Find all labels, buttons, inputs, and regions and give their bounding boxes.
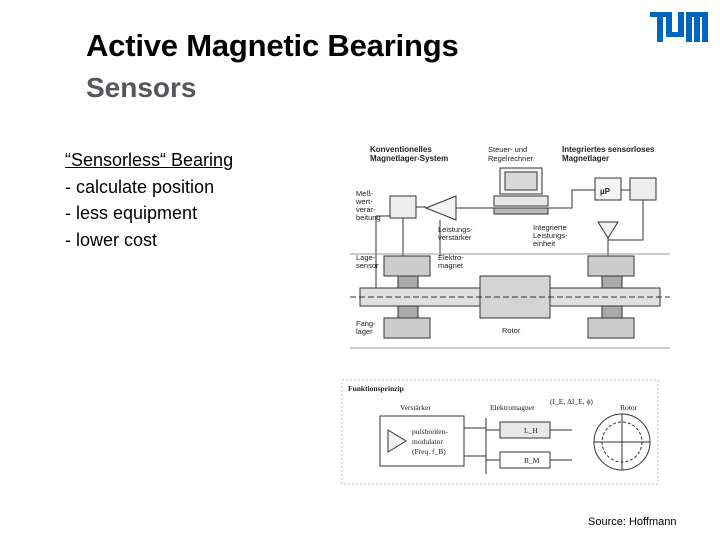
function-principle-diagram: Funktionsprinzip Verstärker Elektromagne… — [341, 379, 659, 485]
label-mess-3: verar- — [356, 205, 376, 214]
label-modulator-1: pulsbreiten- — [412, 427, 448, 436]
label-mess-4: beitung — [356, 213, 381, 222]
source-credit: Source: Hoffmann — [588, 516, 677, 528]
label-leistung-2: verstärker — [438, 233, 472, 242]
slide-subtitle: Sensors — [86, 72, 197, 103]
label-header-left-2: Magnetlager-System — [370, 154, 448, 163]
diagram-top-labels: Konventionelles Magnetlager-System Steue… — [355, 145, 655, 336]
label-lage-1: Lage- — [356, 253, 376, 262]
label-header-right-2: Magnetlager — [562, 154, 609, 163]
bullet-item: - lower cost — [65, 229, 158, 250]
label-modulator-2: modulator — [412, 437, 443, 446]
label-formula: (I_E, ΔI_E, ϕ) — [550, 397, 593, 406]
label-rm: R_M — [524, 456, 540, 465]
label-rotor: Rotor — [502, 326, 521, 335]
label-elektromagnet: Elektromagnet — [490, 403, 535, 412]
label-leistung-1: Leistungs- — [438, 225, 473, 234]
label-elektro-2: magnet — [438, 261, 464, 270]
label-elektro-1: Elektro- — [438, 253, 464, 262]
label-lh: L_H — [524, 426, 538, 435]
bullet-heading: “Sensorless“ Bearing — [65, 150, 234, 170]
label-funktion: Funktionsprinzip — [348, 384, 404, 393]
label-fang-2: lager — [356, 327, 373, 336]
label-header-mid-2: Regelrechner — [488, 154, 534, 163]
label-mess-1: Meß- — [356, 189, 374, 198]
label-integrierte-2: Leistungs- — [533, 231, 568, 240]
slide-title: Active Magnetic Bearings — [86, 28, 459, 63]
label-header-left-1: Konventionelles — [370, 145, 432, 154]
bullet-item: - calculate position — [65, 176, 215, 197]
bullet-item: - less equipment — [65, 203, 198, 223]
tum-logo — [650, 12, 708, 42]
label-integrierte-3: einheit — [533, 239, 556, 248]
label-header-right-1: Integriertes sensorloses — [562, 145, 655, 154]
diagram-bottom-labels: Funktionsprinzip Verstärker Elektromagne… — [348, 384, 638, 465]
label-fang-1: Fang- — [356, 319, 376, 328]
label-header-mid-1: Steuer- und — [488, 145, 527, 154]
bearing-system-diagram: Konventionelles Magnetlager-System Steue… — [350, 145, 670, 349]
label-mu: µP — [600, 187, 611, 196]
label-verstaerker: Verstärker — [400, 403, 431, 412]
label-rotor-bottom: Rotor — [620, 403, 638, 412]
bullet-list: “Sensorless“ Bearing - calculate positio… — [65, 147, 233, 253]
label-integrierte-1: Integrierte — [533, 223, 567, 232]
label-mess-2: wert- — [355, 197, 373, 206]
label-modulator-3: (Freq. f_B) — [412, 447, 446, 456]
label-lage-2: sensor — [356, 261, 379, 270]
